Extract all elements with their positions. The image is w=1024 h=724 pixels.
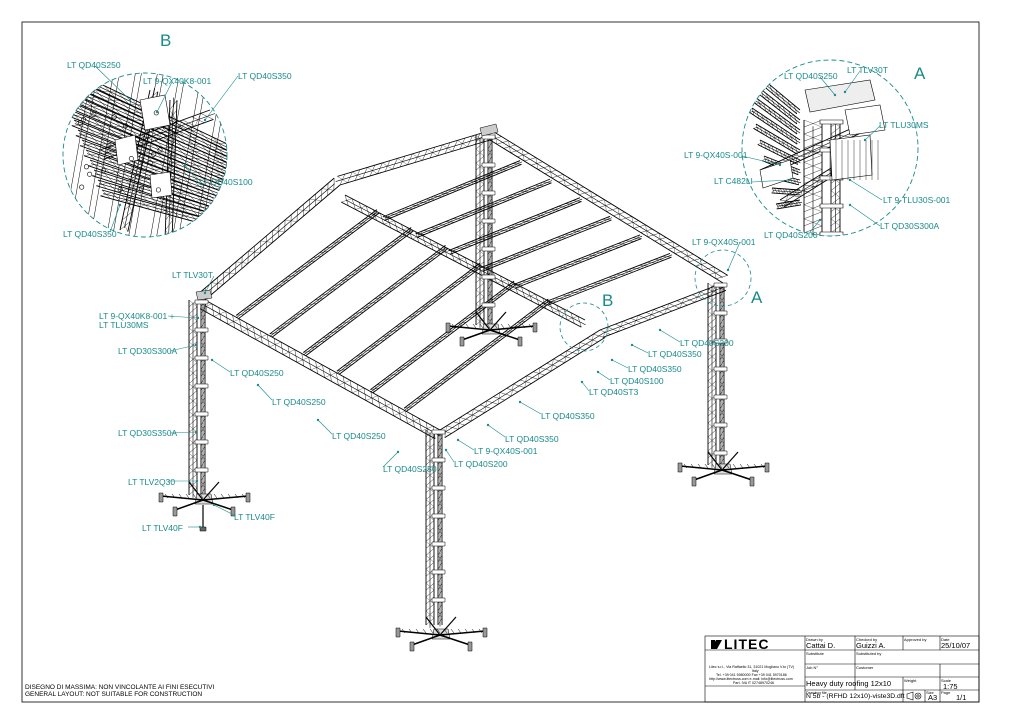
main-label: LT QD40S250 — [383, 464, 437, 474]
main-label: LT TLV40F — [142, 523, 183, 533]
main-label: LT 9-QX40S-001 — [474, 446, 538, 456]
address-line: Part. IVA IT 02748970246 — [733, 681, 775, 685]
main-label: LT 9-QX40K8-001 + — [99, 311, 175, 321]
page-header: Page — [941, 690, 951, 695]
disclaimer-line-it: DISEGNO DI MASSIMA: NON VINCOLANTE AI FI… — [25, 684, 215, 691]
detail-a-label: LT 9-QX40S-001 — [684, 150, 748, 160]
main-label: LT TLU30MS — [99, 320, 149, 330]
detail-b-label: LT QD40S350 — [63, 229, 117, 239]
litec-logo-mark — [711, 640, 722, 649]
main-label: LT TLV40F — [234, 512, 275, 522]
address-line: http://www.litectruss.com e-mail: info@l… — [709, 677, 793, 681]
address-line: Tel. +39 041 5980000 Fax +39 041 5970186 — [716, 673, 787, 677]
main-label: LT QD40S100 — [610, 376, 664, 386]
address-line: Italy — [752, 669, 759, 673]
main-label: LT QD40S350 — [541, 411, 595, 421]
detail-b-marker — [559, 302, 609, 352]
scale-value: 1:75 — [943, 682, 958, 691]
main-label: LT QD40S350 — [628, 364, 682, 374]
disclaimer-line-en: GENERAL LAYOUT: NOT SUITABLE FOR CONSTRU… — [25, 691, 203, 698]
detail-b-view — [62, 72, 228, 238]
drawing-title: Heavy duty roofing 12x10 — [806, 679, 892, 688]
detail-a-letter: A — [914, 64, 926, 83]
main-label: LT QD40S350 — [505, 434, 559, 444]
weight-header: Weight — [904, 678, 917, 683]
title-block — [704, 635, 980, 703]
detail-b-label: LT 9-QX40K8-001 — [143, 76, 212, 86]
main-label: LT QD40ST3 — [589, 387, 639, 397]
page-value: 1/1 — [956, 693, 967, 702]
approved-by-header: Approved by — [904, 637, 927, 642]
main-label: LT TLV30T — [172, 270, 213, 280]
main-b-letter: B — [602, 291, 614, 310]
main-label: LT QD40S250 — [332, 431, 386, 441]
main-a-letter: A — [751, 288, 763, 307]
drawn-by-value: Cattai D. — [806, 641, 836, 650]
detail-b-label: LT QD40S100 — [199, 177, 253, 187]
projection-symbol-icon — [906, 691, 922, 701]
detail-b-letter: B — [160, 31, 172, 50]
main-label: LT QD30S350A — [118, 428, 178, 438]
main-label: LT QD40S250 — [272, 397, 326, 407]
detail-a-marker — [694, 249, 752, 307]
address-line: Litec s.r.l., Via Raffaello 31, 31021 Mo… — [709, 665, 795, 669]
main-label: LT TLV2Q30 — [128, 477, 176, 487]
detail-b-label: LT QD40S350 — [238, 71, 292, 81]
detail-a-label: LT TLU30MS — [879, 120, 929, 130]
logo-text: LITEC — [724, 636, 770, 652]
file-value: N 5b - (RFHD 12x10)-viste3D.dft — [806, 693, 905, 700]
substituted-by-header: Substituted by — [856, 651, 882, 656]
detail-a-label: LT QD40S200 — [764, 230, 818, 240]
detail-a-view — [741, 59, 919, 237]
main-label: LT QD40S250 — [230, 368, 284, 378]
roof-structure-3d — [158, 123, 770, 652]
main-label: LT QD30S300A — [118, 346, 178, 356]
scale-header: Scale — [941, 678, 952, 683]
checked-by-header: Checked by — [856, 637, 878, 642]
job-header: Job N° — [806, 665, 819, 670]
detail-a-label: LT QD30S300A — [880, 221, 940, 231]
customer-header: Customer — [856, 665, 874, 670]
detail-a-label: LT C482LI — [714, 176, 753, 186]
main-label: LT QD40S200 — [454, 459, 508, 469]
detail-b-label: LT QD40S250 — [67, 60, 121, 70]
leader-lines — [94, 65, 883, 529]
date-header: Date — [941, 637, 950, 642]
detail-a-label: LT 9-TLU30S-001 — [883, 195, 951, 205]
main-label: LT QD40S200 — [680, 338, 734, 348]
detail-a-label: LT QD40S250 — [784, 71, 838, 81]
main-label: LT 9-QX40S-001 — [692, 237, 756, 247]
file-header: Drawing file — [806, 690, 827, 695]
sheet-border — [21, 21, 980, 703]
size-value: A3 — [928, 693, 938, 702]
main-label: LT QD40S350 — [648, 349, 702, 359]
date-value: 25/10/07 — [941, 641, 971, 650]
checked-by-value: Guizzi A. — [856, 641, 886, 650]
detail-a-label: LT TLV30T — [847, 65, 888, 75]
drawn-by-header: Drawn by — [806, 637, 823, 642]
size-header: Size — [926, 690, 934, 695]
substitute-header: Substitute — [806, 651, 824, 656]
